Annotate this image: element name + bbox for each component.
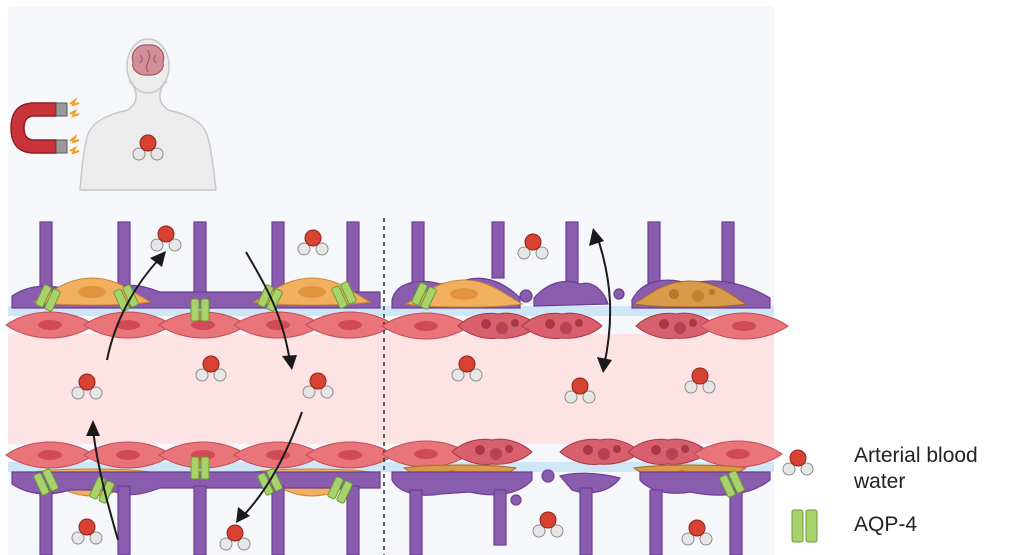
endothelium-bottom-right: [382, 439, 782, 467]
endothelium-bottom-left: [6, 442, 394, 468]
legend-aqp4-icon: [792, 510, 817, 542]
brain-icon: [132, 45, 163, 75]
endothelium-top-right: [382, 313, 788, 339]
legend-label-line1: Arterial blood: [854, 443, 1014, 469]
legend-label-arterial-blood-water: Arterial blood water: [854, 443, 1014, 495]
endothelium-top-left: [6, 312, 394, 338]
legend-label-line2: water: [854, 469, 1014, 495]
vessel-lumen: [8, 334, 774, 444]
legend-label-aqp4: AQP-4: [854, 512, 917, 538]
legend-water-icon: [783, 450, 813, 475]
